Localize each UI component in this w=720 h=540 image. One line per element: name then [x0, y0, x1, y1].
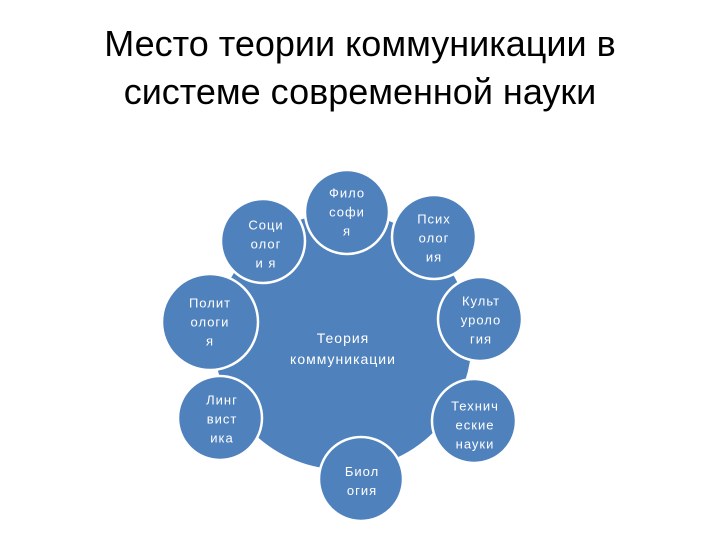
node-circle-technical: [430, 377, 518, 465]
title-line-2: системе современной науки: [123, 71, 597, 112]
node-circle-philosophy: [303, 168, 391, 256]
node-label-line: Псих: [417, 211, 451, 227]
node-label-culturology: Культ уроло гия: [461, 292, 502, 349]
node-label-line: Технич: [451, 398, 499, 414]
page-title: Место теории коммуникации в системе совр…: [40, 20, 680, 116]
title-line-1: Место теории коммуникации в: [104, 23, 616, 64]
node-label-line: олог: [250, 236, 282, 252]
node-label-line: вист: [206, 411, 238, 427]
node-label-philosophy: Фило софи я: [329, 184, 365, 241]
center-label-line: Теория: [316, 330, 370, 346]
node-circle-sociology: [219, 197, 307, 285]
node-label-line: гия: [469, 331, 493, 347]
node-label-line: я: [205, 333, 215, 349]
node-circle-linguistics: [176, 374, 264, 462]
node-circle-biology: [317, 435, 405, 523]
node-label-line: Соци: [248, 217, 284, 233]
node-label-psychology: Псих олог ия: [417, 210, 451, 267]
node-label-line: Линг: [206, 392, 238, 408]
node-label-line: софи: [329, 204, 365, 220]
node-label-line: ия: [425, 249, 443, 265]
node-circle-political: [160, 272, 260, 372]
node-label-technical: Технич еские науки: [451, 397, 499, 454]
node-circle-psychology: [390, 193, 478, 281]
node-circle-culturology: [436, 275, 524, 363]
node-label-line: Культ: [461, 293, 501, 309]
node-label-line: Биол: [344, 464, 380, 479]
node-label-line: огия: [346, 483, 378, 498]
center-label-line: коммуникации: [290, 351, 396, 367]
node-label-line: еские: [455, 417, 495, 433]
node-label-line: науки: [455, 436, 495, 452]
node-label-political: Полит ологи я: [189, 294, 231, 351]
node-label-line: Фило: [328, 185, 366, 201]
node-label-biology: Биол огия: [345, 462, 379, 500]
node-label-line: ологи: [190, 314, 230, 330]
node-label-line: ика: [210, 430, 234, 446]
node-label-sociology: Соци олог и я: [248, 216, 283, 273]
node-label-line: и я: [255, 255, 277, 271]
node-label-line: Полит: [188, 295, 232, 311]
node-label-line: уроло: [460, 312, 502, 328]
node-label-linguistics: Линг вист ика: [206, 391, 238, 448]
node-label-line: я: [342, 223, 352, 239]
center-label: Теория коммуникации: [290, 328, 396, 370]
node-label-line: олог: [418, 230, 450, 246]
